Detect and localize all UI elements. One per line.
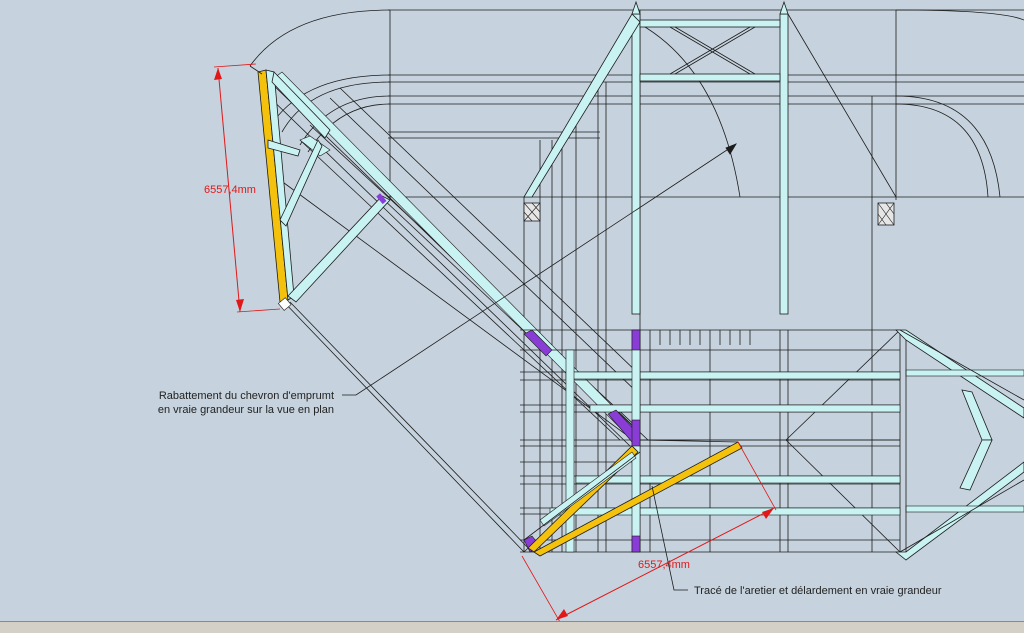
wall-plates <box>523 202 895 226</box>
gable-truss <box>523 0 897 315</box>
plan-grid <box>520 329 901 553</box>
rafter-length-label: 6557,4mm <box>204 184 256 196</box>
status-bar <box>0 621 1024 633</box>
hip-end-right <box>894 329 1024 561</box>
hip-length-label: 6557,4mm <box>638 559 690 571</box>
hip-note: Tracé de l'aretier et délardement en vra… <box>694 585 942 597</box>
leader-lines <box>342 143 737 591</box>
rafter-note-line1: Rabattement du chevron d'emprumt <box>159 390 334 402</box>
roof-curves <box>249 9 1024 198</box>
dimension-hip <box>521 441 777 623</box>
hip-rafter-plan <box>523 441 743 557</box>
rafter-true-size <box>249 65 391 311</box>
dimension-rafter <box>213 63 281 313</box>
rafter-note-line2: en vraie grandeur sur la vue en plan <box>158 404 334 416</box>
